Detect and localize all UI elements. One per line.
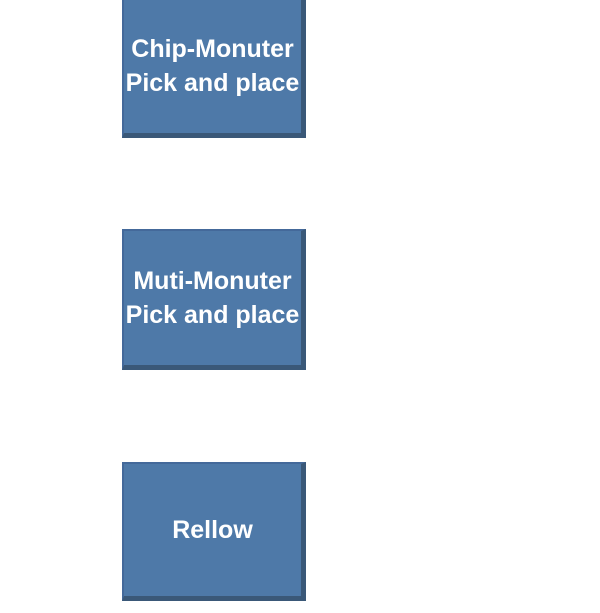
node-label-line: Chip-Monuter — [131, 34, 294, 63]
node-label-line: Muti-Monuter — [133, 267, 292, 295]
flow-node-chip-mounter: Chip-Monuter Pick and place — [122, 0, 306, 138]
flow-node-multi-mounter: Muti-Monuter Pick and place — [122, 229, 306, 370]
node-label-line: Rellow — [172, 516, 253, 544]
node-label-line: Pick and place — [125, 301, 300, 329]
flow-node-reflow: Rellow — [122, 462, 306, 601]
node-label-line: Pick and place — [125, 68, 300, 97]
